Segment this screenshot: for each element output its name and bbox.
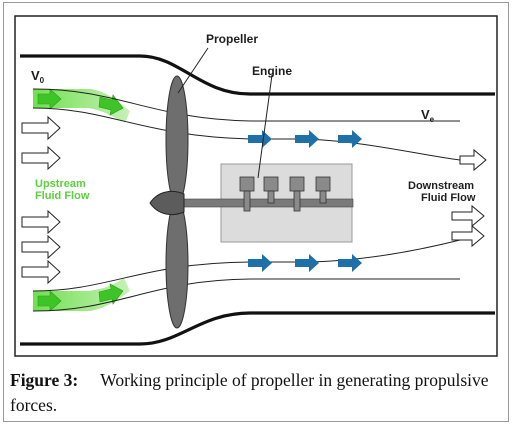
engine-leader-line (257, 74, 273, 179)
inflow-arrow-1 (21, 115, 61, 141)
propeller-leader-line (177, 47, 209, 94)
propeller-blade-top (165, 75, 189, 205)
caption-label: Figure 3: (10, 370, 79, 390)
upstream-label-line1: Upstream (35, 178, 86, 190)
propeller-label: Propeller (206, 32, 258, 46)
caption-text: Working principle of propeller in genera… (10, 370, 489, 415)
green-arrow-bottom-2 (98, 283, 124, 305)
inflow-arrow-3 (21, 209, 61, 235)
green-arrow-bottom-1 (37, 290, 62, 312)
downstream-label-line2: Fluid Flow (421, 192, 476, 204)
ve-label: Ve (421, 107, 435, 124)
figure-caption: Figure 3:Working principle of propeller … (10, 368, 500, 418)
blue-arrow-top-3 (338, 130, 362, 148)
propeller-blade-bottom (165, 199, 189, 329)
diagram-border (14, 15, 498, 357)
blue-arrow-top-1 (248, 130, 272, 148)
green-arrow-top-2 (98, 94, 124, 116)
blue-arrow-bottom-2 (295, 254, 319, 272)
engine-label: Engine (252, 64, 292, 78)
streamline-1 (32, 88, 460, 122)
green-arrow-top-1 (37, 88, 62, 110)
downstream-label-line1: Downstream (408, 180, 474, 192)
streamline-2 (32, 107, 461, 161)
outflow-arrow-1 (459, 148, 487, 172)
drive-shaft (177, 198, 354, 208)
inflow-arrow-5 (21, 259, 61, 285)
v0-label: V0 (31, 68, 45, 85)
inflow-arrow-4 (21, 234, 61, 260)
blue-arrow-bottom-3 (338, 254, 362, 272)
streamline-3 (32, 239, 461, 292)
stream-boundary-bottom (20, 311, 495, 346)
propeller-spinner (149, 190, 185, 216)
blue-arrow-bottom-1 (248, 254, 272, 272)
blue-arrow-top-2 (295, 130, 319, 148)
upstream-label-line2: Fluid Flow (35, 190, 90, 202)
streamline-4 (32, 278, 460, 312)
outflow-arrow-3 (451, 224, 485, 248)
stream-boundary-top (20, 54, 495, 96)
engine-cylinders (239, 176, 331, 212)
outflow-arrow-2 (451, 204, 485, 228)
inflow-arrow-2 (21, 145, 61, 171)
